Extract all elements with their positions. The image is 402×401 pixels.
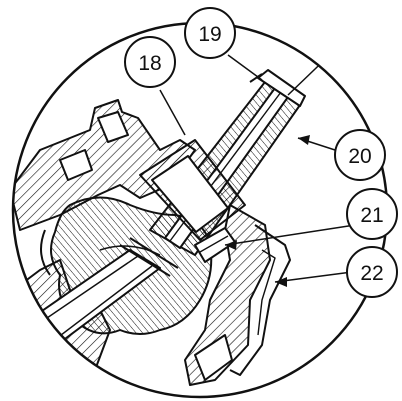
callout-21: 21 bbox=[346, 188, 398, 240]
callout-19-label: 19 bbox=[198, 23, 221, 46]
leader-18 bbox=[159, 89, 186, 136]
callout-22: 22 bbox=[346, 246, 398, 298]
callout-21-label: 21 bbox=[360, 204, 383, 227]
callout-18-label: 18 bbox=[138, 52, 161, 75]
drawing-content bbox=[13, 44, 356, 397]
callout-20: 20 bbox=[334, 129, 386, 181]
callout-18: 18 bbox=[124, 36, 176, 88]
leader-22 bbox=[274, 271, 353, 283]
callout-20-label: 20 bbox=[348, 145, 371, 168]
right-housing bbox=[184, 204, 271, 386]
callout-22-label: 22 bbox=[360, 262, 383, 285]
leader-19 bbox=[227, 54, 263, 81]
callout-19: 19 bbox=[184, 7, 236, 59]
leader-21 bbox=[224, 224, 356, 246]
